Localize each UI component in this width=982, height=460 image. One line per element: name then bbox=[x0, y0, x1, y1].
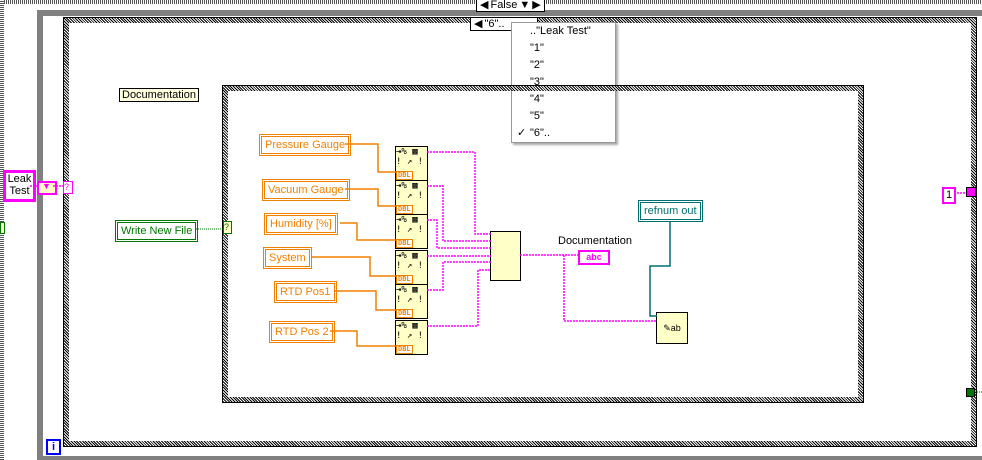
documentation-indicator[interactable]: abc bbox=[578, 250, 610, 265]
write-file-icon: ✎ab bbox=[663, 323, 681, 333]
left-bool-tunnel bbox=[0, 222, 5, 234]
string-wires bbox=[30, 151, 966, 327]
dropdown-arrow-icon: ▼ bbox=[42, 181, 51, 191]
selector-tunnel: ? bbox=[63, 181, 73, 194]
humidity-control[interactable]: Humidity [%] bbox=[264, 213, 338, 235]
system-control[interactable]: System bbox=[263, 247, 312, 269]
menu-item-leak-test[interactable]: .."Leak Test" bbox=[530, 25, 591, 37]
constant-one[interactable]: 1 bbox=[942, 187, 956, 204]
numeric-wires bbox=[311, 143, 396, 347]
next-case-arrow-icon[interactable]: ▶ bbox=[532, 0, 541, 11]
right-string-tunnel bbox=[966, 187, 976, 197]
format-number-node[interactable]: ⇥% ▩! ↗ !DBL bbox=[395, 214, 428, 249]
concatenate-strings-node[interactable] bbox=[490, 231, 521, 281]
pressure-gauge-control[interactable]: Pressure Gauge bbox=[259, 134, 352, 156]
refnum-out-indicator[interactable]: refnum out bbox=[638, 200, 703, 222]
inner-case-value: "6".. bbox=[484, 18, 505, 30]
format-number-node[interactable]: ⇥% ▩! ↗ !DBL bbox=[395, 320, 428, 355]
case-selector-terminal[interactable]: ▼ bbox=[37, 181, 57, 195]
vacuum-gauge-control[interactable]: Vacuum Gauge bbox=[262, 179, 350, 201]
format-number-node[interactable]: ⇥% ▩! ↗ !DBL bbox=[395, 180, 428, 215]
menu-item-3[interactable]: "3" bbox=[530, 76, 544, 88]
write-new-file-constant[interactable]: Write New File bbox=[115, 220, 199, 242]
right-bool-tunnel bbox=[966, 388, 975, 397]
dropdown-arrow-icon[interactable]: ▼ bbox=[519, 0, 531, 11]
while-loop-frame[interactable] bbox=[37, 10, 982, 460]
refnum-wire bbox=[649, 222, 671, 317]
menu-item-2[interactable]: "2" bbox=[530, 59, 544, 71]
while-loop-bottom bbox=[37, 456, 982, 460]
prev-case-arrow-icon[interactable]: ◀ bbox=[474, 18, 483, 30]
bool-wires bbox=[196, 228, 982, 393]
bundle-output-label: Documentation bbox=[558, 235, 632, 247]
rtd-pos1-control[interactable]: RTD Pos1 bbox=[274, 281, 337, 303]
loop-iteration-terminal: i bbox=[46, 439, 61, 455]
write-text-file-node[interactable]: ✎ab bbox=[656, 312, 688, 344]
menu-item-1[interactable]: "1" bbox=[530, 42, 544, 54]
outer-case-value: False bbox=[490, 0, 518, 11]
rtd-pos2-control[interactable]: RTD Pos 2 bbox=[269, 321, 335, 343]
prev-case-arrow-icon[interactable]: ◀ bbox=[480, 0, 489, 11]
format-number-node[interactable]: ⇥% ▩! ↗ !DBL bbox=[395, 284, 428, 319]
write-new-file-tunnel: ? bbox=[223, 221, 232, 234]
outer-case-selector[interactable]: ◀ False ▼ ▶ bbox=[476, 0, 545, 12]
format-number-node[interactable]: ⇥% ▩! ↗ !DBL bbox=[395, 146, 428, 181]
documentation-label: Documentation bbox=[119, 88, 199, 102]
